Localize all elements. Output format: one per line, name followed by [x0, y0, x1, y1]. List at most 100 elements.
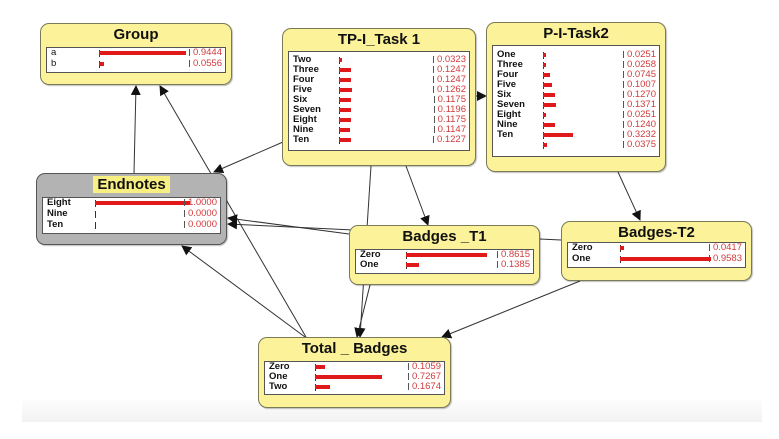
state-row[interactable]: Four 0.0745: [493, 70, 659, 80]
state-row[interactable]: Five 0.1007: [493, 80, 659, 90]
probability-value: 0.0745: [622, 70, 656, 80]
state-label: Six: [497, 89, 512, 100]
state-label: One: [497, 49, 516, 60]
probability-bar: [339, 108, 351, 112]
state-row[interactable]: Two 0.0323: [289, 55, 469, 65]
probability-bar: [543, 93, 555, 97]
state-row[interactable]: One 0.0251: [493, 50, 659, 60]
node-title: Endnotes: [37, 175, 226, 194]
probability-bar: [339, 58, 342, 62]
state-label: Eight: [497, 109, 521, 120]
state-row[interactable]: Five 0.1262: [289, 85, 469, 95]
probability-bar: [339, 88, 352, 92]
probability-value: 0.1007: [622, 80, 656, 90]
state-label: Four: [497, 69, 519, 80]
probability-value: 0.8615: [496, 250, 530, 260]
state-label: a: [51, 47, 57, 58]
state-label: Eight: [47, 197, 71, 208]
probability-value: 0.0323: [432, 55, 466, 65]
probability-value: 0.3232: [622, 130, 656, 140]
probability-value: 0.1196: [433, 105, 466, 115]
state-label: Zero: [572, 242, 593, 253]
probability-value: 0.7267: [407, 372, 441, 382]
state-label: Ten: [497, 129, 514, 140]
canvas-bottom-edge: [22, 400, 762, 422]
probability-value: 0.1059: [407, 362, 441, 372]
state-label: Seven: [293, 104, 321, 115]
state-row[interactable]: 0.0375: [493, 140, 659, 150]
state-label: Eight: [293, 114, 317, 125]
probability-bar: [620, 257, 711, 261]
state-label: Three: [293, 64, 319, 75]
state-label: Three: [497, 59, 523, 70]
node-title: Badges _T1: [402, 228, 487, 245]
probability-value: 0.1385: [496, 260, 530, 270]
probability-value: 0.0251: [622, 110, 656, 120]
state-label: Two: [293, 54, 312, 65]
node-title: TP-I_Task 1: [337, 31, 421, 48]
probability-bar: [99, 62, 104, 66]
probability-value: 0.1262: [432, 85, 466, 95]
bar-baseline: [95, 222, 96, 229]
state-label: Four: [293, 74, 315, 85]
probability-bar: [339, 138, 351, 142]
state-row[interactable]: Four 0.1247: [289, 75, 469, 85]
probability-value: 0.1371: [622, 100, 656, 110]
probability-bar: [406, 253, 487, 257]
probability-bar: [543, 113, 546, 117]
probability-value: 0.1175: [433, 115, 466, 125]
probability-bar: [543, 73, 550, 77]
state-row[interactable]: Seven 0.1196: [289, 105, 469, 115]
probability-bar: [315, 385, 330, 389]
probability-bar: [99, 51, 186, 55]
probability-value: 0.1240: [622, 120, 656, 130]
probability-bar: [543, 103, 556, 107]
state-row[interactable]: Ten 0.3232: [493, 130, 659, 140]
state-label: One: [269, 371, 288, 382]
node-title: P-I-Task2: [543, 25, 609, 42]
state-row[interactable]: One 0.7267: [265, 372, 444, 382]
node-title-text: Endnotes: [93, 176, 170, 193]
state-label: Five: [293, 84, 313, 95]
probability-bar: [339, 68, 351, 72]
probability-value: 0.0251: [622, 50, 656, 60]
probability-bar: [339, 78, 351, 82]
probability-value: 0.1247: [432, 75, 466, 85]
state-row[interactable]: Eight 0.1175: [289, 115, 469, 125]
state-row[interactable]: Eight 0.0251: [493, 110, 659, 120]
state-label: Five: [497, 79, 517, 90]
probability-bar: [543, 133, 573, 137]
state-label: Ten: [47, 219, 64, 230]
